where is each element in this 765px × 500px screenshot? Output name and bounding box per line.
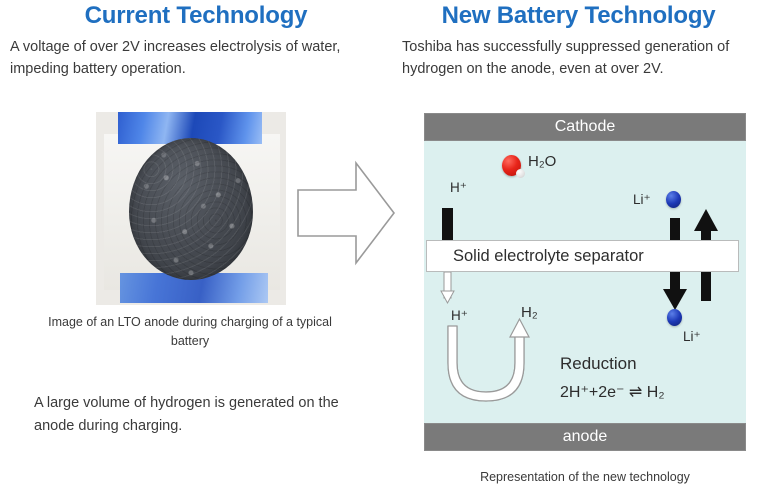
lithium-top-label: Li⁺	[633, 192, 651, 207]
anode-bar: anode	[424, 423, 746, 451]
lithium-ion-top-icon	[666, 191, 681, 208]
right-panel-title: New Battery Technology	[441, 2, 716, 29]
solid-electrolyte-separator: Solid electrolyte separator	[426, 240, 739, 272]
transition-arrow-icon	[297, 160, 396, 266]
h-plus-top-label: H⁺	[450, 180, 467, 195]
anode-disc-texture	[129, 138, 253, 280]
lithium-bottom-label: Li⁺	[683, 329, 701, 344]
left-panel-title: Current Technology	[84, 2, 308, 29]
h-plus-thin-arrow-icon	[440, 271, 455, 305]
reduction-title: Reduction	[560, 354, 637, 373]
battery-cell-diagram: Cathode	[424, 113, 746, 451]
anode-disc	[129, 138, 253, 280]
reduction-u-arrow-icon	[448, 317, 530, 401]
photo-caption: Image of an LTO anode during charging of…	[48, 315, 332, 348]
reduction-equation: 2H⁺+2e⁻ ⇌ H₂	[560, 384, 665, 401]
electrolyte-region	[424, 141, 746, 423]
water-label: H₂O	[528, 153, 557, 170]
hydrogen-label: H₂	[521, 304, 538, 321]
cathode-bar: Cathode	[424, 113, 746, 141]
cathode-label: Cathode	[554, 118, 616, 135]
h-plus-bottom-label: H⁺	[451, 308, 468, 323]
water-molecule-icon	[502, 155, 525, 178]
left-panel-description: A voltage of over 2V increases electroly…	[10, 39, 341, 78]
anode-label: anode	[562, 428, 608, 445]
left-panel-note: A large volume of hydrogen is generated …	[34, 395, 339, 435]
separator-label: Solid electrolyte separator	[453, 246, 644, 265]
lithium-ion-bottom-icon	[667, 309, 682, 326]
diagram-caption: Representation of the new technology	[480, 470, 690, 484]
lto-anode-photo	[96, 112, 286, 305]
right-panel-description: Toshiba has successfully suppressed gene…	[402, 39, 730, 78]
